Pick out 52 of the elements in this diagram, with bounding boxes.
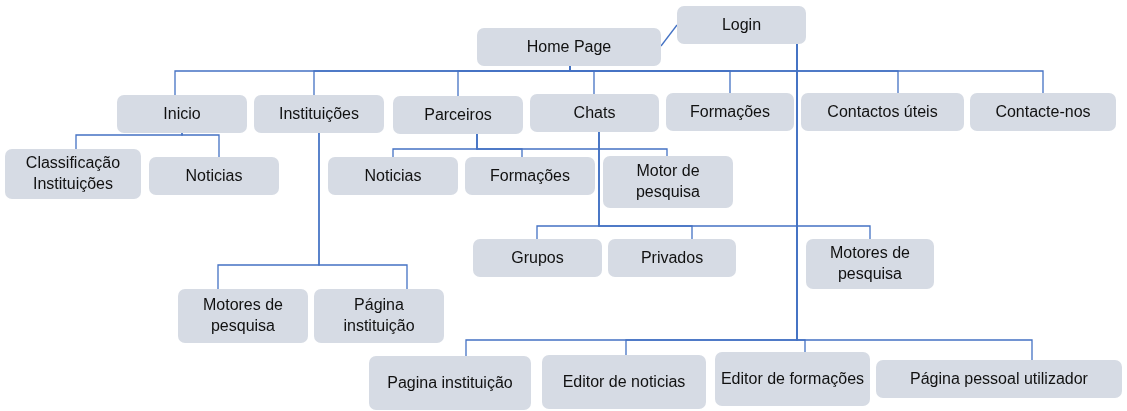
page-label: Contacte-nos	[995, 101, 1091, 122]
page-label: Motores de pesquisa	[201, 295, 284, 336]
page-box	[970, 93, 1116, 131]
page-box	[477, 28, 661, 66]
page-label: Inicio	[163, 103, 201, 124]
page-box	[328, 157, 458, 195]
page-label: Contactos úteis	[827, 101, 938, 122]
page-box	[677, 6, 806, 44]
page-label: Motores de pesquisa	[828, 243, 911, 284]
page-box	[369, 356, 531, 410]
connector-line	[660, 24, 678, 47]
connector-line	[598, 131, 871, 240]
page-label: Editor de noticias	[562, 371, 686, 392]
page-label: Formações	[490, 165, 570, 186]
connector-line	[75, 132, 183, 150]
page-box	[117, 95, 247, 133]
page-label: Página pessoal utilizador	[910, 368, 1088, 389]
page-label: Parceiros	[424, 104, 492, 125]
page-label: Classificação Instituições	[24, 153, 122, 194]
page-box	[254, 95, 384, 133]
page-box	[473, 239, 602, 277]
page-box	[806, 239, 934, 289]
page-label: Login	[721, 14, 762, 35]
page-box	[876, 360, 1122, 398]
connector-line	[181, 132, 220, 158]
page-box	[530, 94, 659, 132]
page-box	[715, 352, 870, 406]
page-box	[465, 157, 595, 195]
page-box	[801, 93, 964, 131]
page-label: Editor de formações	[720, 368, 865, 389]
page-label: Home Page	[526, 36, 612, 57]
page-label: Instituições	[278, 103, 359, 124]
page-box	[178, 289, 308, 343]
page-box	[542, 355, 706, 409]
page-box	[393, 96, 523, 134]
page-label: Privados	[640, 247, 704, 268]
page-label: Formações	[690, 101, 770, 122]
page-label: Motor de pesquisa	[634, 161, 701, 202]
page-label: Chats	[573, 102, 616, 123]
page-box	[603, 156, 733, 208]
page-box	[608, 239, 736, 277]
connector-line	[318, 132, 408, 290]
page-box	[149, 157, 279, 195]
page-box	[314, 289, 444, 343]
page-label: Noticias	[185, 165, 243, 186]
page-label: Noticias	[364, 165, 422, 186]
page-box	[666, 93, 794, 131]
page-label: Grupos	[511, 247, 564, 268]
connector-line	[476, 133, 668, 157]
page-label: Página instituição	[342, 295, 416, 336]
page-label: Pagina instituição	[387, 372, 513, 393]
page-box	[5, 149, 141, 199]
